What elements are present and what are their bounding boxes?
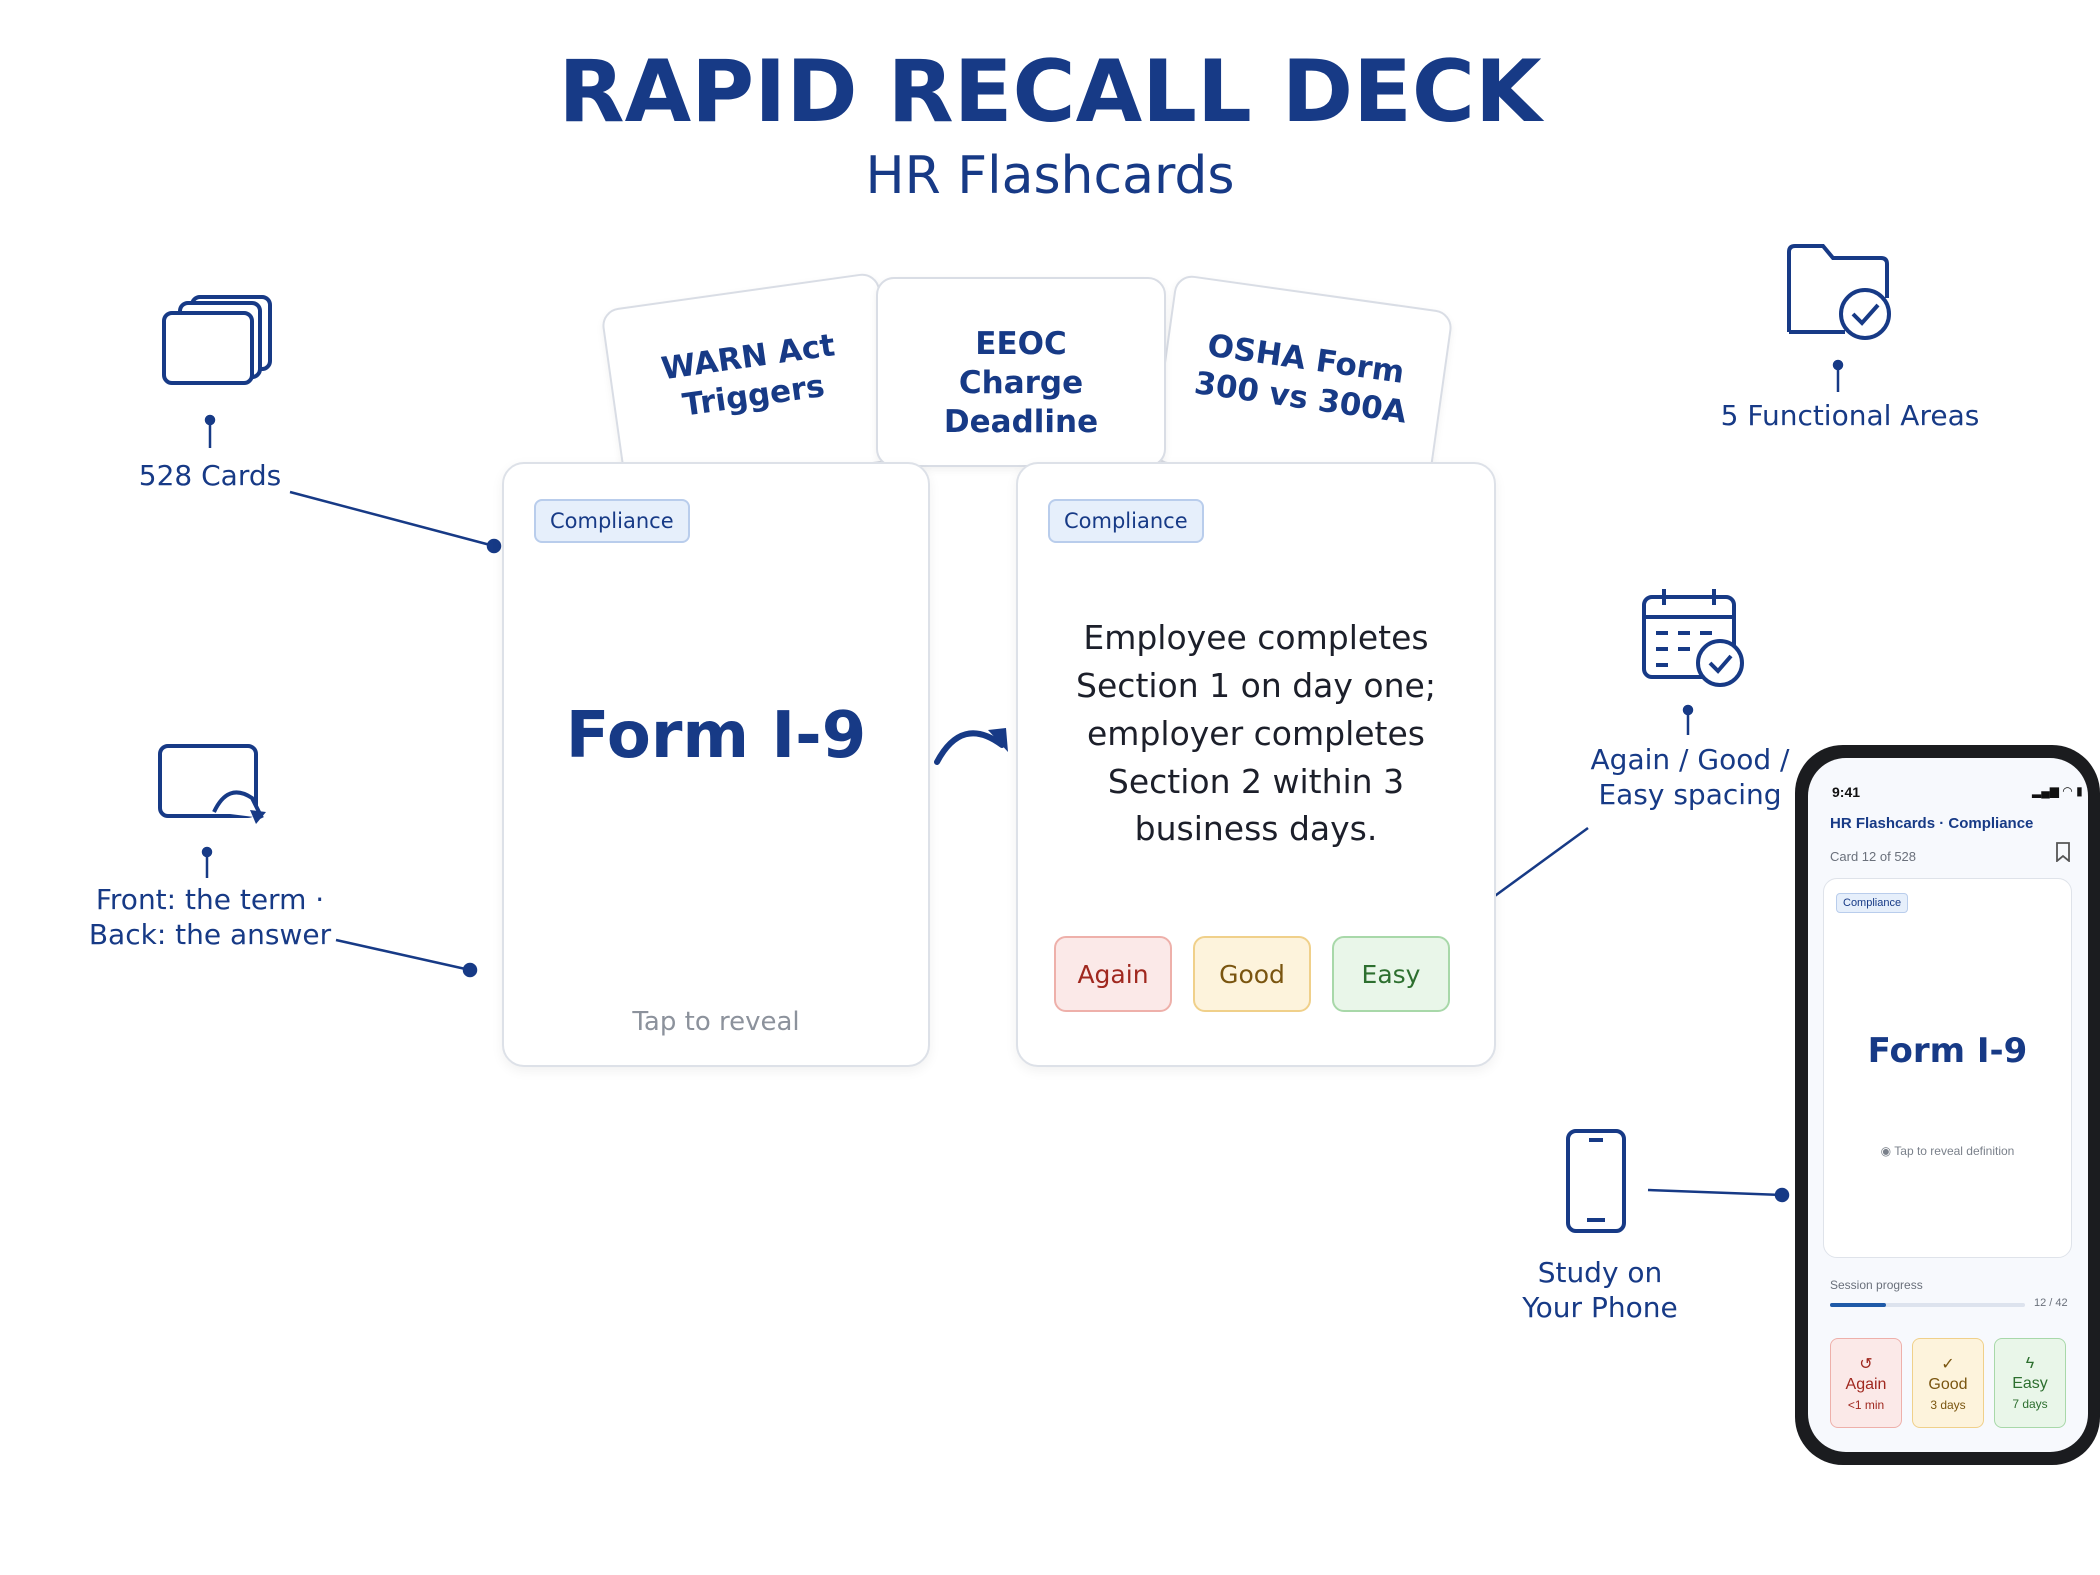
front-back-label-line1: Front: the term · xyxy=(95,883,325,916)
tap-to-reveal-hint[interactable]: Tap to reveal xyxy=(632,1007,800,1037)
category-tag: Compliance xyxy=(1048,499,1204,543)
connector-line xyxy=(1647,1188,1783,1197)
deck-card-title: OSHA Form 300 vs 300A xyxy=(1192,327,1409,431)
phone-screen: 9:41 ▂▄▆ ◠ ▮ HR Flashcards · Compliance … xyxy=(1808,758,2088,1452)
phone-flashcard[interactable]: Compliance Form I-9 ◉ Tap to reveal defi… xyxy=(1823,878,2072,1258)
progress-label: Session progress xyxy=(1830,1278,1923,1292)
category-tag: Compliance xyxy=(1836,893,1909,913)
undo-icon: ↺ xyxy=(1859,1356,1873,1373)
card-term: Form I-9 xyxy=(565,699,867,773)
easy-button[interactable]: Easy xyxy=(1332,936,1450,1012)
lightning-icon: ϟ xyxy=(2025,1355,2035,1372)
spacing-label-line2: Easy spacing xyxy=(1598,778,1782,811)
button-interval: 3 days xyxy=(1930,1398,1966,1412)
button-label: Again xyxy=(1845,1376,1887,1393)
smartphone-icon xyxy=(1565,1128,1627,1234)
front-back-label: Front: the term · Back: the answer xyxy=(80,882,340,952)
deck-card-title: EEOC Charge Deadline xyxy=(943,326,1099,440)
page-title: RAPID RECALL DECK xyxy=(558,42,1542,142)
spacing-label: Again / Good / Easy spacing xyxy=(1560,742,1820,812)
phone-study-label-line1: Study on xyxy=(1537,1256,1663,1289)
button-interval: <1 min xyxy=(1847,1398,1885,1412)
progress-track xyxy=(1830,1303,2025,1307)
folder-check-icon xyxy=(1785,242,1895,342)
flip-arrow-icon xyxy=(934,730,1005,765)
eye-icon: ◉ xyxy=(1880,1144,1892,1158)
button-label: Easy xyxy=(2012,1375,2048,1392)
status-time: 9:41 xyxy=(1832,784,1861,800)
bookmark-icon[interactable] xyxy=(2056,842,2070,867)
category-tag: Compliance xyxy=(534,499,690,543)
again-button[interactable]: Again xyxy=(1054,936,1172,1012)
phone-study-label-line2: Your Phone xyxy=(1522,1291,1678,1324)
deck-card-eeoc-charge: EEOC Charge Deadline xyxy=(876,277,1166,467)
card-term: Form I-9 xyxy=(1867,1031,2028,1071)
phone-easy-button[interactable]: ϟ Easy 7 days xyxy=(1994,1338,2066,1428)
phone-again-button[interactable]: ↺ Again <1 min xyxy=(1830,1338,1902,1428)
card-answer: Employee completes Section 1 on day one;… xyxy=(1076,618,1436,849)
status-icons: ▂▄▆ ◠ ▮ xyxy=(2032,784,2083,798)
functional-areas-label: 5 Functional Areas xyxy=(1720,399,1980,432)
phone-study-label: Study on Your Phone xyxy=(1490,1255,1710,1325)
check-icon: ✓ xyxy=(1941,1356,1955,1373)
calendar-check-icon xyxy=(1640,585,1750,690)
progress-fill xyxy=(1830,1303,1886,1307)
front-back-label-line2: Back: the answer xyxy=(88,918,332,951)
spacing-label-line1: Again / Good / xyxy=(1590,743,1790,776)
phone-app-header: HR Flashcards · Compliance xyxy=(1830,815,2034,832)
phone-mockup: 9:41 ▂▄▆ ◠ ▮ HR Flashcards · Compliance … xyxy=(1795,745,2100,1465)
card-stack-icon xyxy=(160,293,275,388)
deck-card-title: WARN Act Triggers xyxy=(659,327,838,424)
card-counter: Card 12 of 528 xyxy=(1830,849,1917,864)
phone-good-button[interactable]: ✓ Good 3 days xyxy=(1912,1338,1984,1428)
flashcard-front[interactable]: Compliance Form I-9 Tap to reveal xyxy=(502,462,930,1067)
button-interval: 7 days xyxy=(2012,1397,2048,1411)
page-subtitle: HR Flashcards xyxy=(865,146,1235,206)
button-label: Good xyxy=(1928,1376,1968,1393)
flashcard-back: Compliance Employee completes Section 1 … xyxy=(1016,462,1496,1067)
cards-count-label: 528 Cards xyxy=(138,459,282,492)
good-button[interactable]: Good xyxy=(1193,936,1311,1012)
hint-text: Tap to reveal definition xyxy=(1894,1144,2015,1158)
tap-to-reveal-hint[interactable]: ◉ Tap to reveal definition xyxy=(1824,1144,2071,1158)
card-flip-icon xyxy=(158,742,268,832)
progress-count: 12 / 42 xyxy=(2034,1297,2068,1309)
connector-line xyxy=(335,938,471,972)
connector-line xyxy=(289,490,495,548)
